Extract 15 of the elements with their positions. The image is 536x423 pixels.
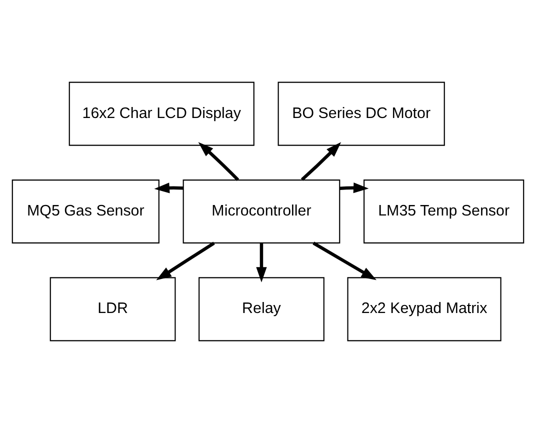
node-box: 16x2 Char LCD Display — [68, 82, 254, 146]
arrow — [340, 182, 369, 194]
arrow — [198, 142, 240, 182]
arrow — [300, 142, 342, 181]
node-box: BO Series DC Motor — [278, 82, 445, 146]
node-box: LDR — [50, 277, 176, 342]
node-box: MQ5 Gas Sensor — [12, 179, 160, 244]
arrow — [256, 243, 267, 282]
node-box: LM35 Temp Sensor — [364, 179, 524, 244]
node-box: 2x2 Keypad Matrix — [347, 277, 502, 342]
arrow — [312, 242, 377, 280]
node-box: Relay — [198, 277, 324, 342]
node-box: Microcontroller — [182, 179, 340, 244]
arrow — [156, 242, 215, 280]
arrow — [154, 182, 184, 194]
